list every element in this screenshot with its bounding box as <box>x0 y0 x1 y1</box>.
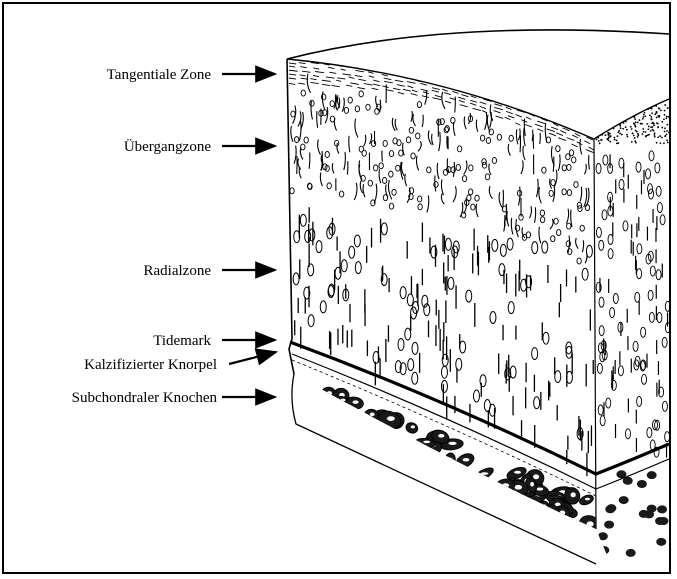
cartilage-block <box>287 30 669 564</box>
left-edge <box>287 59 294 374</box>
diagram-frame: Tangentiale Zone Übergangzone Radialzone… <box>2 2 671 574</box>
articular-surface <box>287 30 669 59</box>
tidemark-line <box>290 342 669 474</box>
arrow-kalzifizierter-knorpel <box>229 352 276 364</box>
cartilage-illustration <box>4 4 669 572</box>
